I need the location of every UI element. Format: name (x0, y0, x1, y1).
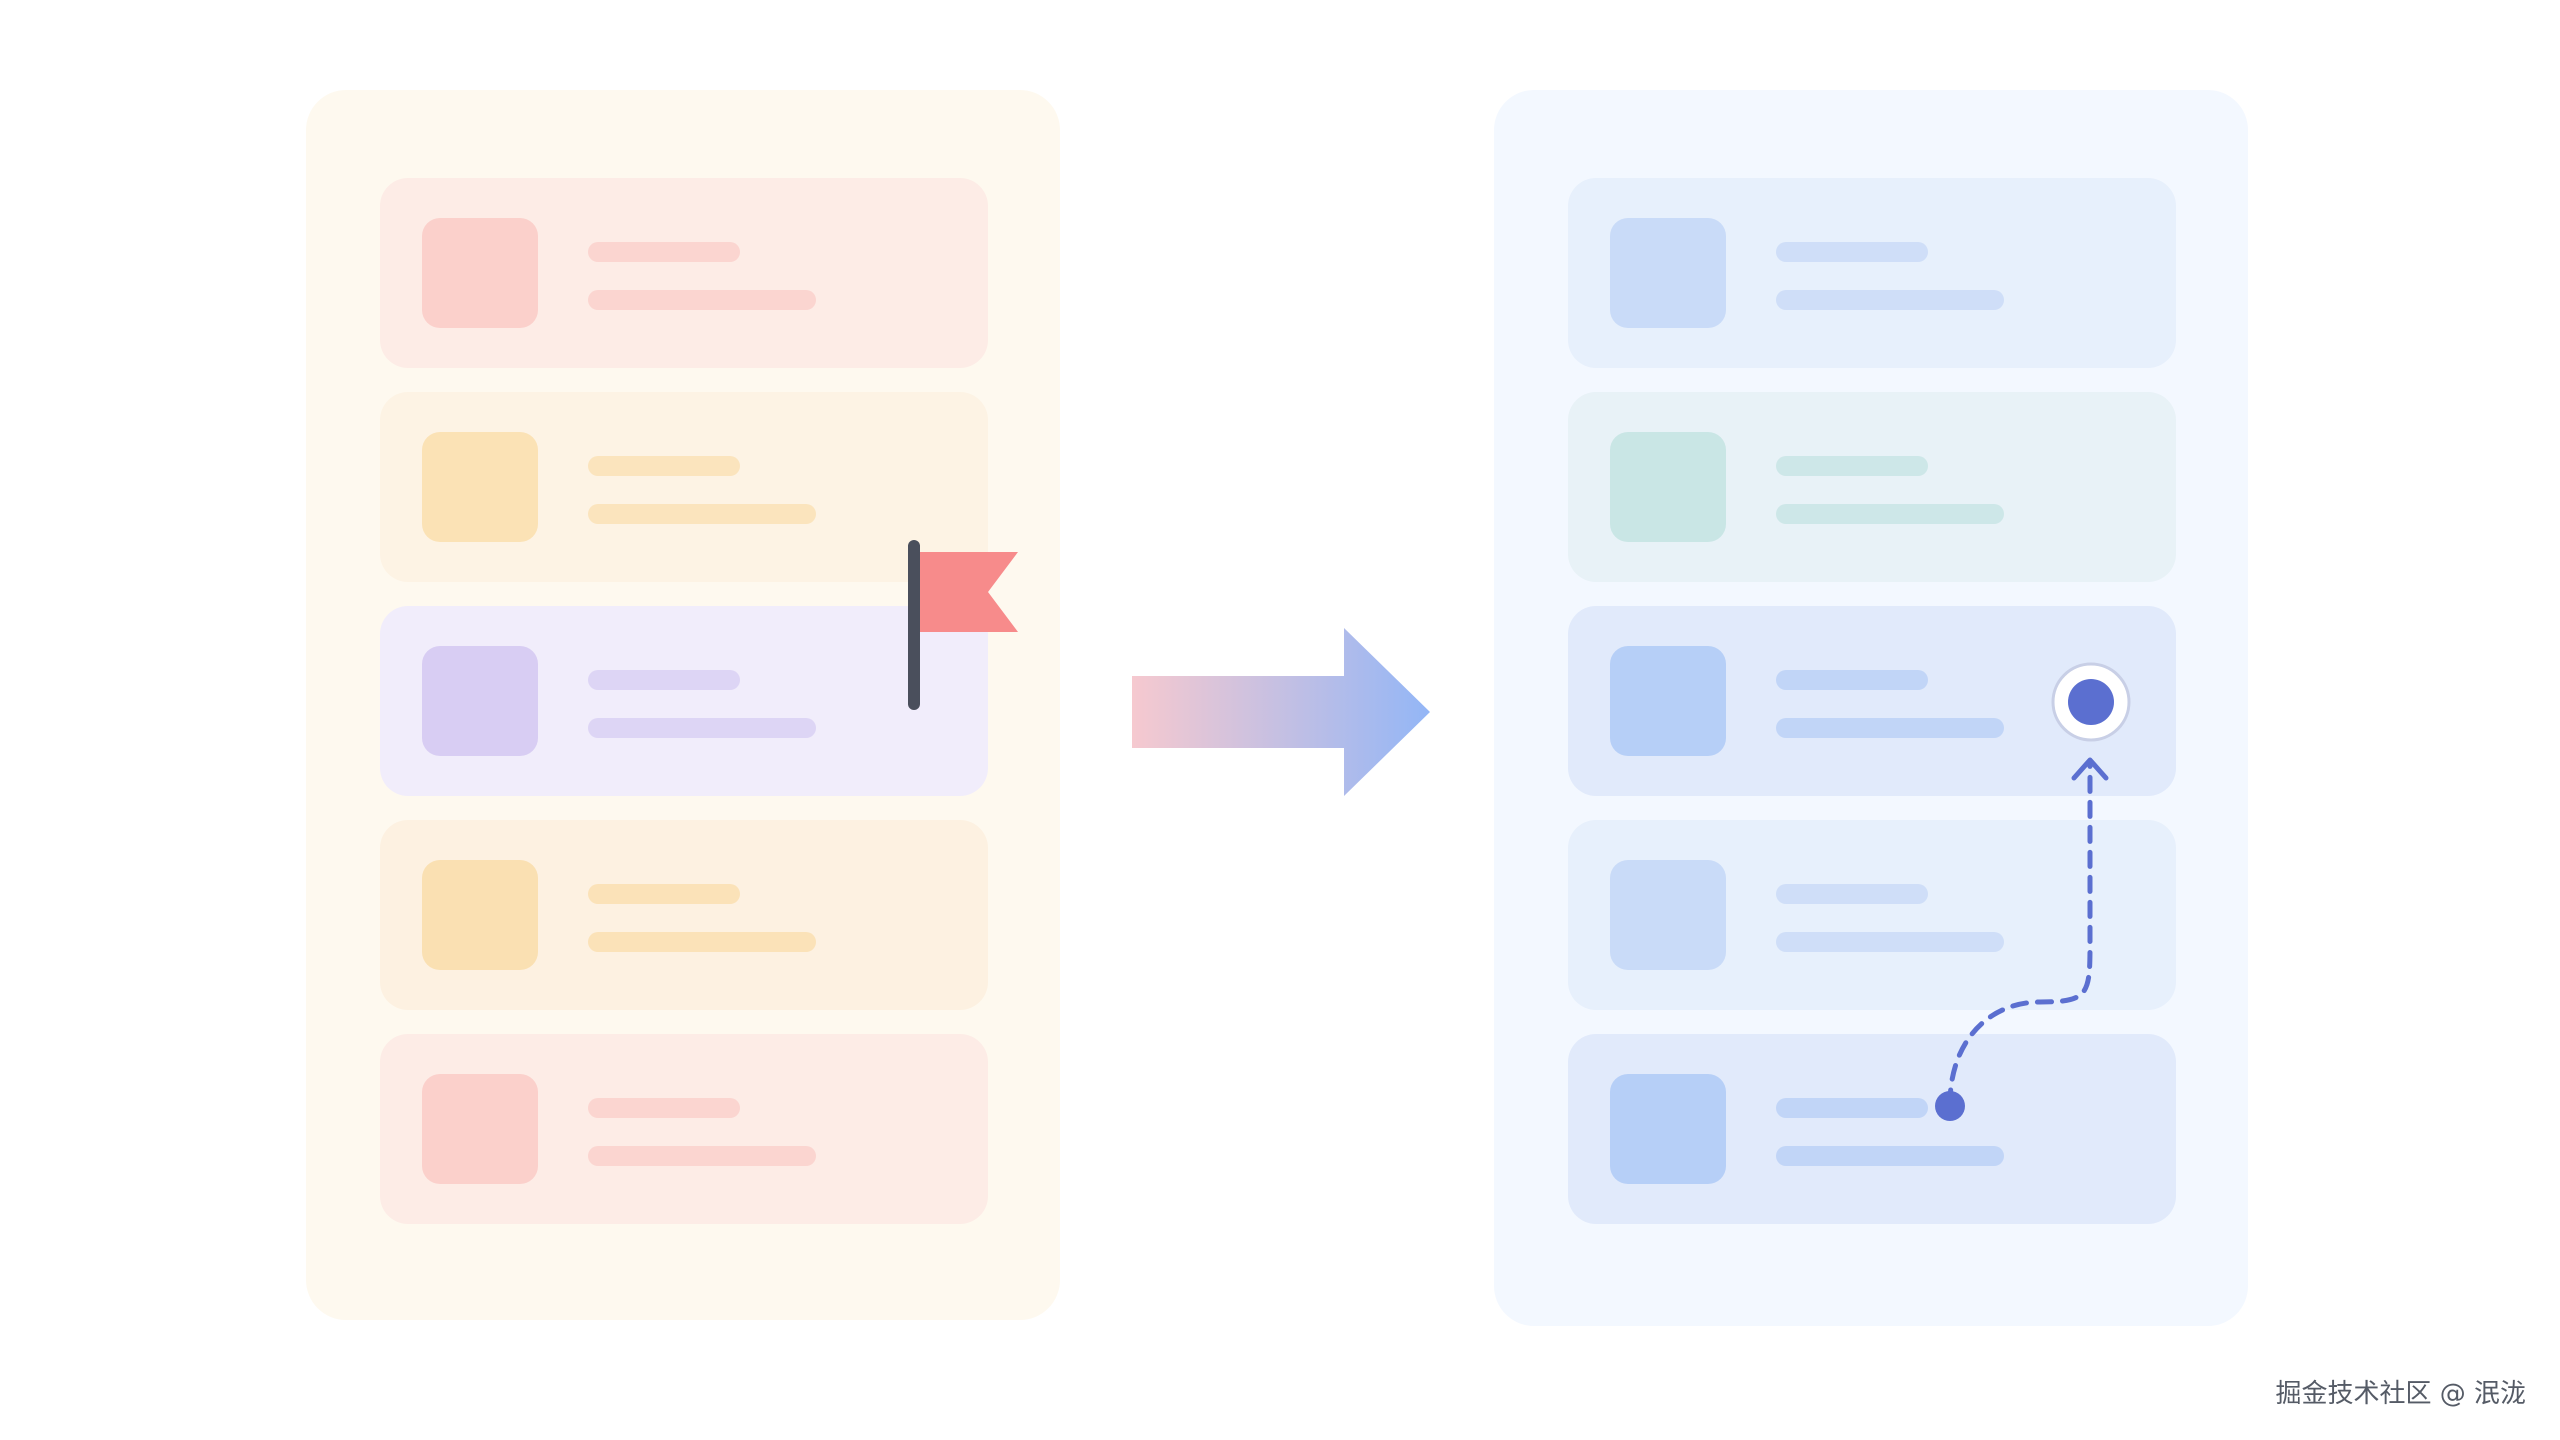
card-title-placeholder (588, 1098, 740, 1118)
card-text-placeholder (1776, 504, 2004, 524)
card-text-placeholder (588, 1146, 816, 1166)
left-card-1 (380, 178, 988, 368)
left-card-4 (380, 820, 988, 1010)
arrow-right-icon (1132, 628, 1430, 796)
card-title-placeholder (588, 670, 740, 690)
card-title-placeholder (588, 242, 740, 262)
card-text-placeholder (1776, 1146, 2004, 1166)
right-card-1 (1568, 178, 2176, 368)
left-panel (306, 90, 1060, 1320)
card-text-placeholder (1776, 932, 2004, 952)
card-text-placeholder (1776, 290, 2004, 310)
right-card-4 (1568, 820, 2176, 1010)
card-thumbnail (1610, 646, 1726, 756)
card-thumbnail (422, 646, 538, 756)
left-card-2 (380, 392, 988, 582)
card-title-placeholder (1776, 1098, 1928, 1118)
card-thumbnail (422, 218, 538, 328)
right-card-5 (1568, 1034, 2176, 1224)
credit-watermark: 掘金技术社区 @ 泯泷 (2275, 1379, 2526, 1409)
dashed-path (1947, 761, 2093, 1107)
card-text-placeholder (588, 504, 816, 524)
card-title-placeholder (588, 456, 740, 476)
card-title-placeholder (1776, 670, 1928, 690)
path-arrowhead (2071, 757, 2109, 781)
start-dot (1935, 1091, 1965, 1121)
card-text-placeholder (1776, 718, 2004, 738)
card-title-placeholder (1776, 884, 1928, 904)
card-thumbnail (422, 432, 538, 542)
right-card-2 (1568, 392, 2176, 582)
target-icon (2051, 662, 2131, 742)
card-text-placeholder (588, 718, 816, 738)
card-thumbnail (1610, 218, 1726, 328)
card-text-placeholder (588, 932, 816, 952)
flag-icon (908, 540, 1018, 710)
left-card-5 (380, 1034, 988, 1224)
card-title-placeholder (588, 884, 740, 904)
card-thumbnail (422, 1074, 538, 1184)
card-thumbnail (422, 860, 538, 970)
card-title-placeholder (1776, 242, 1928, 262)
card-thumbnail (1610, 1074, 1726, 1184)
left-card-3 (380, 606, 988, 796)
card-text-placeholder (588, 290, 816, 310)
card-thumbnail (1610, 432, 1726, 542)
card-thumbnail (1610, 860, 1726, 970)
card-title-placeholder (1776, 456, 1928, 476)
